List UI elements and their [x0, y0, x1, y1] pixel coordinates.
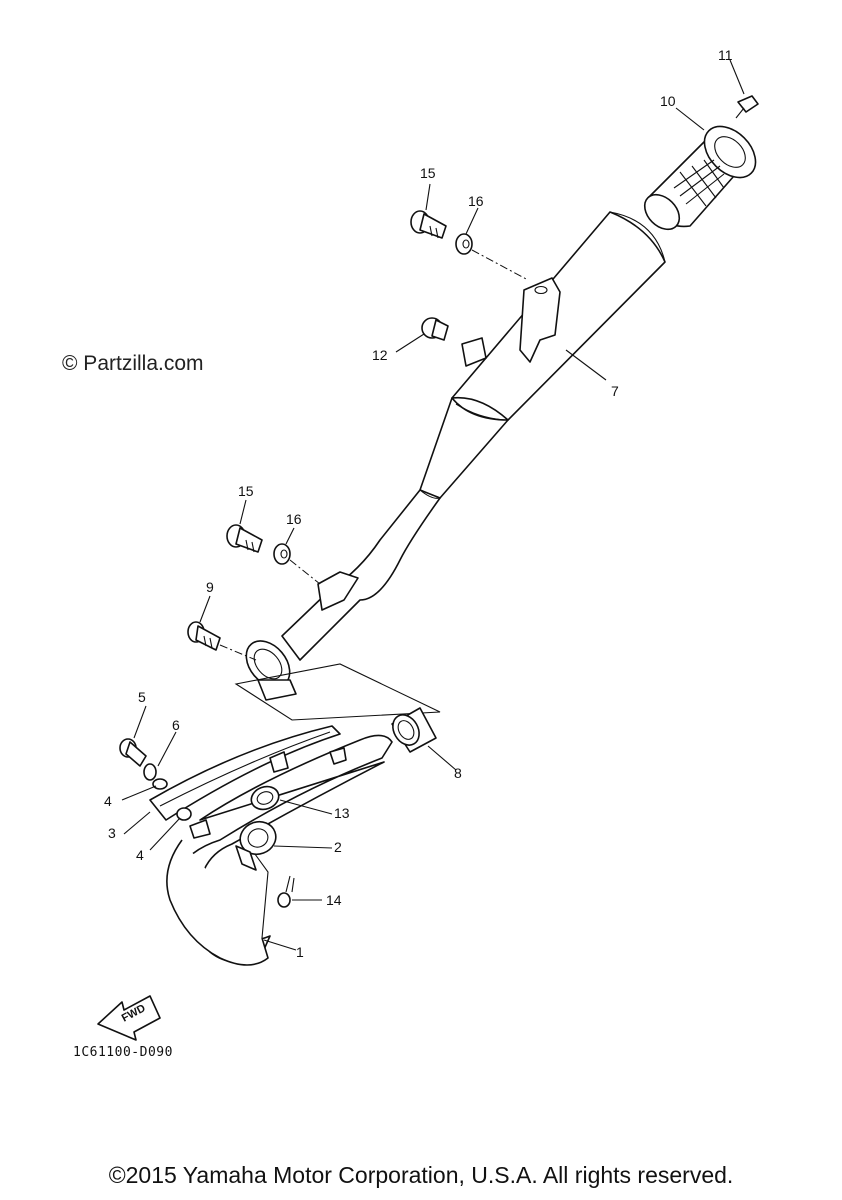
callout-7: 7 [611, 383, 619, 399]
bolt-part-11[interactable] [735, 95, 759, 119]
washer-part-4-lower[interactable] [176, 807, 192, 821]
callout-6: 6 [172, 717, 180, 733]
callout-16-lower: 16 [286, 511, 302, 527]
washer-part-16-upper[interactable] [455, 233, 473, 255]
callout-1: 1 [296, 944, 304, 960]
callout-numbers: 11 10 15 16 12 7 15 16 9 5 6 4 3 4 8 13 … [104, 47, 733, 960]
washer-part-4-upper[interactable] [152, 778, 168, 790]
copyright-notice: ©2015 Yamaha Motor Corporation, U.S.A. A… [108, 1162, 734, 1188]
watermark: © Partzilla.com [62, 352, 204, 375]
washer-part-16-lower[interactable] [273, 543, 291, 565]
bolt-part-9[interactable] [187, 621, 221, 651]
callout-3: 3 [108, 825, 116, 841]
bolt-part-15-upper[interactable] [410, 210, 447, 239]
callout-2: 2 [334, 839, 342, 855]
washer-part-6[interactable] [143, 763, 157, 781]
callout-8: 8 [454, 765, 462, 781]
bolt-part-5[interactable] [119, 738, 147, 767]
callout-15-upper: 15 [420, 165, 436, 181]
forward-direction-arrow: FWD [97, 995, 161, 1041]
callout-4-lower: 4 [136, 847, 144, 863]
bolt-part-14[interactable] [277, 875, 295, 908]
callout-15-lower: 15 [238, 483, 254, 499]
callout-14: 14 [326, 892, 342, 908]
gasket-part-13[interactable] [248, 783, 282, 813]
protector-part-3[interactable] [149, 725, 341, 821]
callout-16-upper: 16 [468, 193, 484, 209]
callout-leaders [121, 59, 745, 951]
callout-5: 5 [138, 689, 146, 705]
nut-part-12[interactable] [421, 317, 449, 341]
bolt-part-15-lower[interactable] [226, 524, 263, 553]
exhaust-pipe-part-1[interactable] [166, 734, 393, 966]
muffler-part-7[interactable] [237, 211, 666, 701]
sleeve-part-8[interactable] [388, 707, 437, 753]
callout-13: 13 [334, 805, 350, 821]
callout-9: 9 [206, 579, 214, 595]
callout-12: 12 [372, 347, 388, 363]
end-cap-part-10[interactable] [638, 117, 765, 236]
flange-part-2[interactable] [235, 817, 281, 871]
callout-10: 10 [660, 93, 676, 109]
callout-4-upper: 4 [104, 793, 112, 809]
callout-11: 11 [718, 47, 733, 63]
diagram-code: 1C61100-D090 [73, 1045, 173, 1060]
